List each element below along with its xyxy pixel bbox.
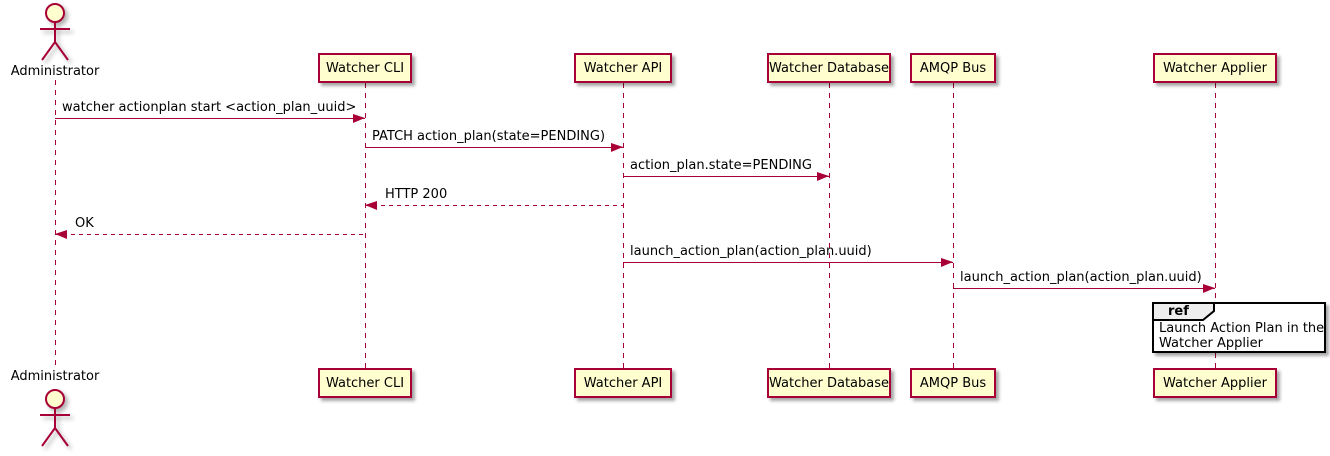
arrowhead-right-icon	[941, 258, 953, 267]
arrowhead-left-icon	[55, 230, 67, 239]
message-line	[623, 262, 953, 263]
message-label: HTTP 200	[385, 187, 448, 202]
message-patch-action-plan: PATCH action_plan(state=PENDING)	[365, 124, 623, 152]
ref-tab-shape	[1152, 302, 1215, 321]
message-label: OK	[75, 216, 94, 231]
participant-watcher-database-top: Watcher Database	[767, 53, 891, 83]
message-line	[55, 118, 365, 119]
arrowhead-right-icon	[817, 172, 829, 181]
message-start-actionplan: watcher actionplan start <action_plan_uu…	[55, 95, 365, 123]
message-http-200: HTTP 200	[365, 182, 623, 210]
lifeline-watcher-applier	[1215, 83, 1216, 368]
message-line	[55, 234, 365, 235]
lifeline-watcher-database	[829, 83, 830, 368]
arrowhead-right-icon	[353, 114, 365, 123]
message-label: launch_action_plan(action_plan.uuid)	[960, 270, 1202, 285]
message-line	[365, 205, 623, 206]
message-label: launch_action_plan(action_plan.uuid)	[630, 244, 872, 259]
actor-icon-bottom	[40, 389, 70, 447]
ref-text: Launch Action Plan in the Watcher Applie…	[1159, 321, 1324, 351]
ref-fragment: ref Launch Action Plan in the Watcher Ap…	[1152, 302, 1326, 353]
lifeline-watcher-cli	[365, 83, 366, 368]
participant-watcher-applier-top: Watcher Applier	[1153, 53, 1277, 83]
message-line	[623, 176, 829, 177]
message-launch-to-amqp: launch_action_plan(action_plan.uuid)	[623, 239, 953, 267]
message-label: watcher actionplan start <action_plan_uu…	[62, 100, 357, 115]
actor-icon	[40, 3, 70, 61]
participant-amqp-bus-bottom: AMQP Bus	[910, 368, 996, 398]
message-launch-to-applier: launch_action_plan(action_plan.uuid)	[953, 265, 1215, 293]
message-label: action_plan.state=PENDING	[630, 158, 812, 173]
participant-amqp-bus-top: AMQP Bus	[910, 53, 996, 83]
ref-text-line2: Watcher Applier	[1159, 336, 1263, 351]
message-line	[953, 288, 1215, 289]
participant-watcher-api-top: Watcher API	[574, 53, 672, 83]
actor-label-top: Administrator	[10, 64, 100, 79]
message-ok: OK	[55, 211, 365, 239]
message-line	[365, 147, 623, 148]
lifeline-amqp-bus	[953, 83, 954, 368]
participant-watcher-cli-bottom: Watcher CLI	[318, 368, 412, 398]
arrowhead-right-icon	[611, 143, 623, 152]
lifeline-watcher-api	[623, 83, 624, 368]
participant-watcher-applier-bottom: Watcher Applier	[1153, 368, 1277, 398]
arrowhead-right-icon	[1203, 284, 1215, 293]
participant-watcher-cli-top: Watcher CLI	[318, 53, 412, 83]
participant-watcher-database-bottom: Watcher Database	[767, 368, 891, 398]
ref-keyword: ref	[1168, 304, 1189, 319]
participant-watcher-api-bottom: Watcher API	[574, 368, 672, 398]
actor-label-bottom: Administrator	[10, 369, 100, 384]
message-label: PATCH action_plan(state=PENDING)	[372, 129, 606, 144]
ref-text-line1: Launch Action Plan in the	[1159, 321, 1325, 336]
lifeline-administrator	[55, 80, 56, 369]
message-state-pending: action_plan.state=PENDING	[623, 153, 829, 181]
arrowhead-left-icon	[365, 201, 377, 210]
